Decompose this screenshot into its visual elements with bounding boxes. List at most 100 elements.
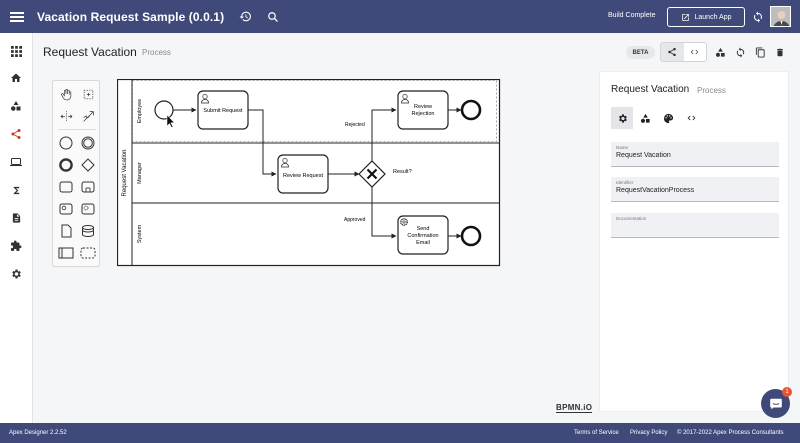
menu-icon[interactable] xyxy=(10,11,24,22)
intermediate-event-icon[interactable] xyxy=(80,135,96,151)
flow-rejected[interactable] xyxy=(371,107,397,162)
lane-label-system: System xyxy=(137,224,143,243)
data-object-icon[interactable] xyxy=(58,223,74,239)
open-external-icon xyxy=(681,13,689,21)
user-task-icon[interactable] xyxy=(58,201,74,217)
document-icon[interactable] xyxy=(9,211,23,225)
participant-icon[interactable] xyxy=(58,245,74,261)
gateway-icon[interactable] xyxy=(80,157,96,173)
search-icon[interactable] xyxy=(266,10,280,24)
identifier-field-label: Identifier xyxy=(616,180,634,185)
task-review-rejection[interactable]: Review Rejection xyxy=(397,90,449,130)
task-review-request[interactable]: Review Request xyxy=(277,154,329,194)
connect-tool-icon[interactable] xyxy=(80,108,96,124)
name-field[interactable]: Name Request Vacation xyxy=(611,142,779,167)
history-icon[interactable] xyxy=(238,10,252,24)
properties-tabs xyxy=(611,107,703,129)
copy-icon[interactable] xyxy=(754,46,766,58)
hand-tool-icon[interactable] xyxy=(58,86,74,102)
code-view-button[interactable] xyxy=(684,43,707,61)
user-icon xyxy=(401,93,409,104)
share-icon[interactable] xyxy=(9,127,23,141)
lane-label-employee: Employee xyxy=(137,99,143,123)
task-label-line-1: Send xyxy=(417,226,430,232)
sigma-icon[interactable] xyxy=(9,183,23,197)
delete-icon[interactable] xyxy=(774,46,786,58)
start-event[interactable] xyxy=(154,100,174,120)
task-label-line-2: Rejection xyxy=(412,111,435,117)
tab-code[interactable] xyxy=(680,107,702,129)
gear-icon xyxy=(618,113,627,123)
shapes-icon xyxy=(640,113,650,123)
start-event-icon[interactable] xyxy=(58,135,74,151)
laptop-icon[interactable] xyxy=(9,155,23,169)
documentation-field-label: Documentation xyxy=(616,216,647,221)
launch-app-label: Launch App xyxy=(694,13,732,21)
sync-icon[interactable] xyxy=(752,10,764,28)
app-title: Vacation Request Sample (0.0.1) xyxy=(37,9,225,24)
data-store-icon[interactable] xyxy=(80,223,96,239)
shapes-icon[interactable] xyxy=(9,99,23,113)
name-field-label: Name xyxy=(616,145,629,150)
task-submit-request[interactable]: Submit Request xyxy=(197,90,249,130)
task-label: Submit Request xyxy=(203,108,243,114)
identifier-field[interactable]: Identifier RequestVacationProcess xyxy=(611,177,779,202)
left-nav xyxy=(0,33,33,423)
service-task-icon[interactable] xyxy=(80,201,96,217)
bpmn-io-logo[interactable]: BPMN.iO xyxy=(556,403,593,413)
chat-icon xyxy=(769,398,782,409)
top-bar: Vacation Request Sample (0.0.1) Build Co… xyxy=(0,0,800,33)
task-label: Review Request xyxy=(283,173,324,179)
flow-submit-to-review[interactable] xyxy=(248,109,277,177)
bpmn-diagram[interactable]: Request Vacation Employee Manager System… xyxy=(117,79,501,268)
subprocess-icon[interactable] xyxy=(80,179,96,195)
service-gear-icon xyxy=(400,218,408,226)
task-label-line-3: Email xyxy=(416,240,430,246)
code-icon xyxy=(687,115,695,121)
tab-appearance[interactable] xyxy=(657,107,679,129)
user-icon xyxy=(201,93,209,104)
view-toggle xyxy=(660,42,707,62)
identifier-field-value: RequestVacationProcess xyxy=(616,187,695,194)
group-icon[interactable] xyxy=(80,245,96,261)
space-tool-icon[interactable] xyxy=(58,108,74,124)
flow-label-rejected: Rejected xyxy=(345,122,365,128)
documentation-field[interactable]: Documentation xyxy=(611,213,779,238)
home-icon[interactable] xyxy=(9,71,23,85)
lasso-tool-icon[interactable] xyxy=(80,86,96,102)
tab-objects[interactable] xyxy=(634,107,656,129)
end-event-rejected[interactable] xyxy=(460,99,482,121)
palette-separator xyxy=(58,129,96,130)
user-icon xyxy=(281,157,289,168)
gear-icon[interactable] xyxy=(9,267,23,281)
user-avatar[interactable] xyxy=(770,6,791,27)
name-field-value: Request Vacation xyxy=(616,152,671,159)
tab-general[interactable] xyxy=(611,107,633,129)
palette-icon xyxy=(663,113,673,123)
flow-approved[interactable] xyxy=(371,187,397,239)
bpmn-palette xyxy=(52,80,100,267)
task-send-confirmation-email[interactable]: Send Confirmation Email xyxy=(397,215,449,255)
privacy-link[interactable]: Privacy Policy xyxy=(630,430,668,436)
page-title: Request Vacation xyxy=(43,45,137,59)
chat-badge: 1 xyxy=(782,387,792,397)
lane-label-manager: Manager xyxy=(137,162,143,184)
exclusive-gateway[interactable] xyxy=(358,160,386,188)
end-event-approved[interactable] xyxy=(460,225,482,247)
task-label-line-2: Confirmation xyxy=(407,233,438,239)
diagram-view-button[interactable] xyxy=(661,43,684,61)
task-icon[interactable] xyxy=(58,179,74,195)
apps-grid-icon[interactable] xyxy=(9,44,23,58)
terms-link[interactable]: Terms of Service xyxy=(574,430,619,436)
app-version: Apex Designer 2.2.52 xyxy=(9,430,67,436)
code-icon xyxy=(690,49,699,55)
gateway-label: Result? xyxy=(393,169,412,175)
puzzle-icon[interactable] xyxy=(9,239,23,253)
end-event-icon[interactable] xyxy=(58,157,74,173)
selection-outline xyxy=(132,80,497,142)
shapes-icon[interactable] xyxy=(714,46,726,58)
refresh-icon[interactable] xyxy=(734,46,746,58)
copyright-text: © 2017-2022 Apex Process Consultants xyxy=(677,430,784,436)
mouse-cursor-icon xyxy=(166,114,175,128)
launch-app-button[interactable]: Launch App xyxy=(667,7,745,27)
